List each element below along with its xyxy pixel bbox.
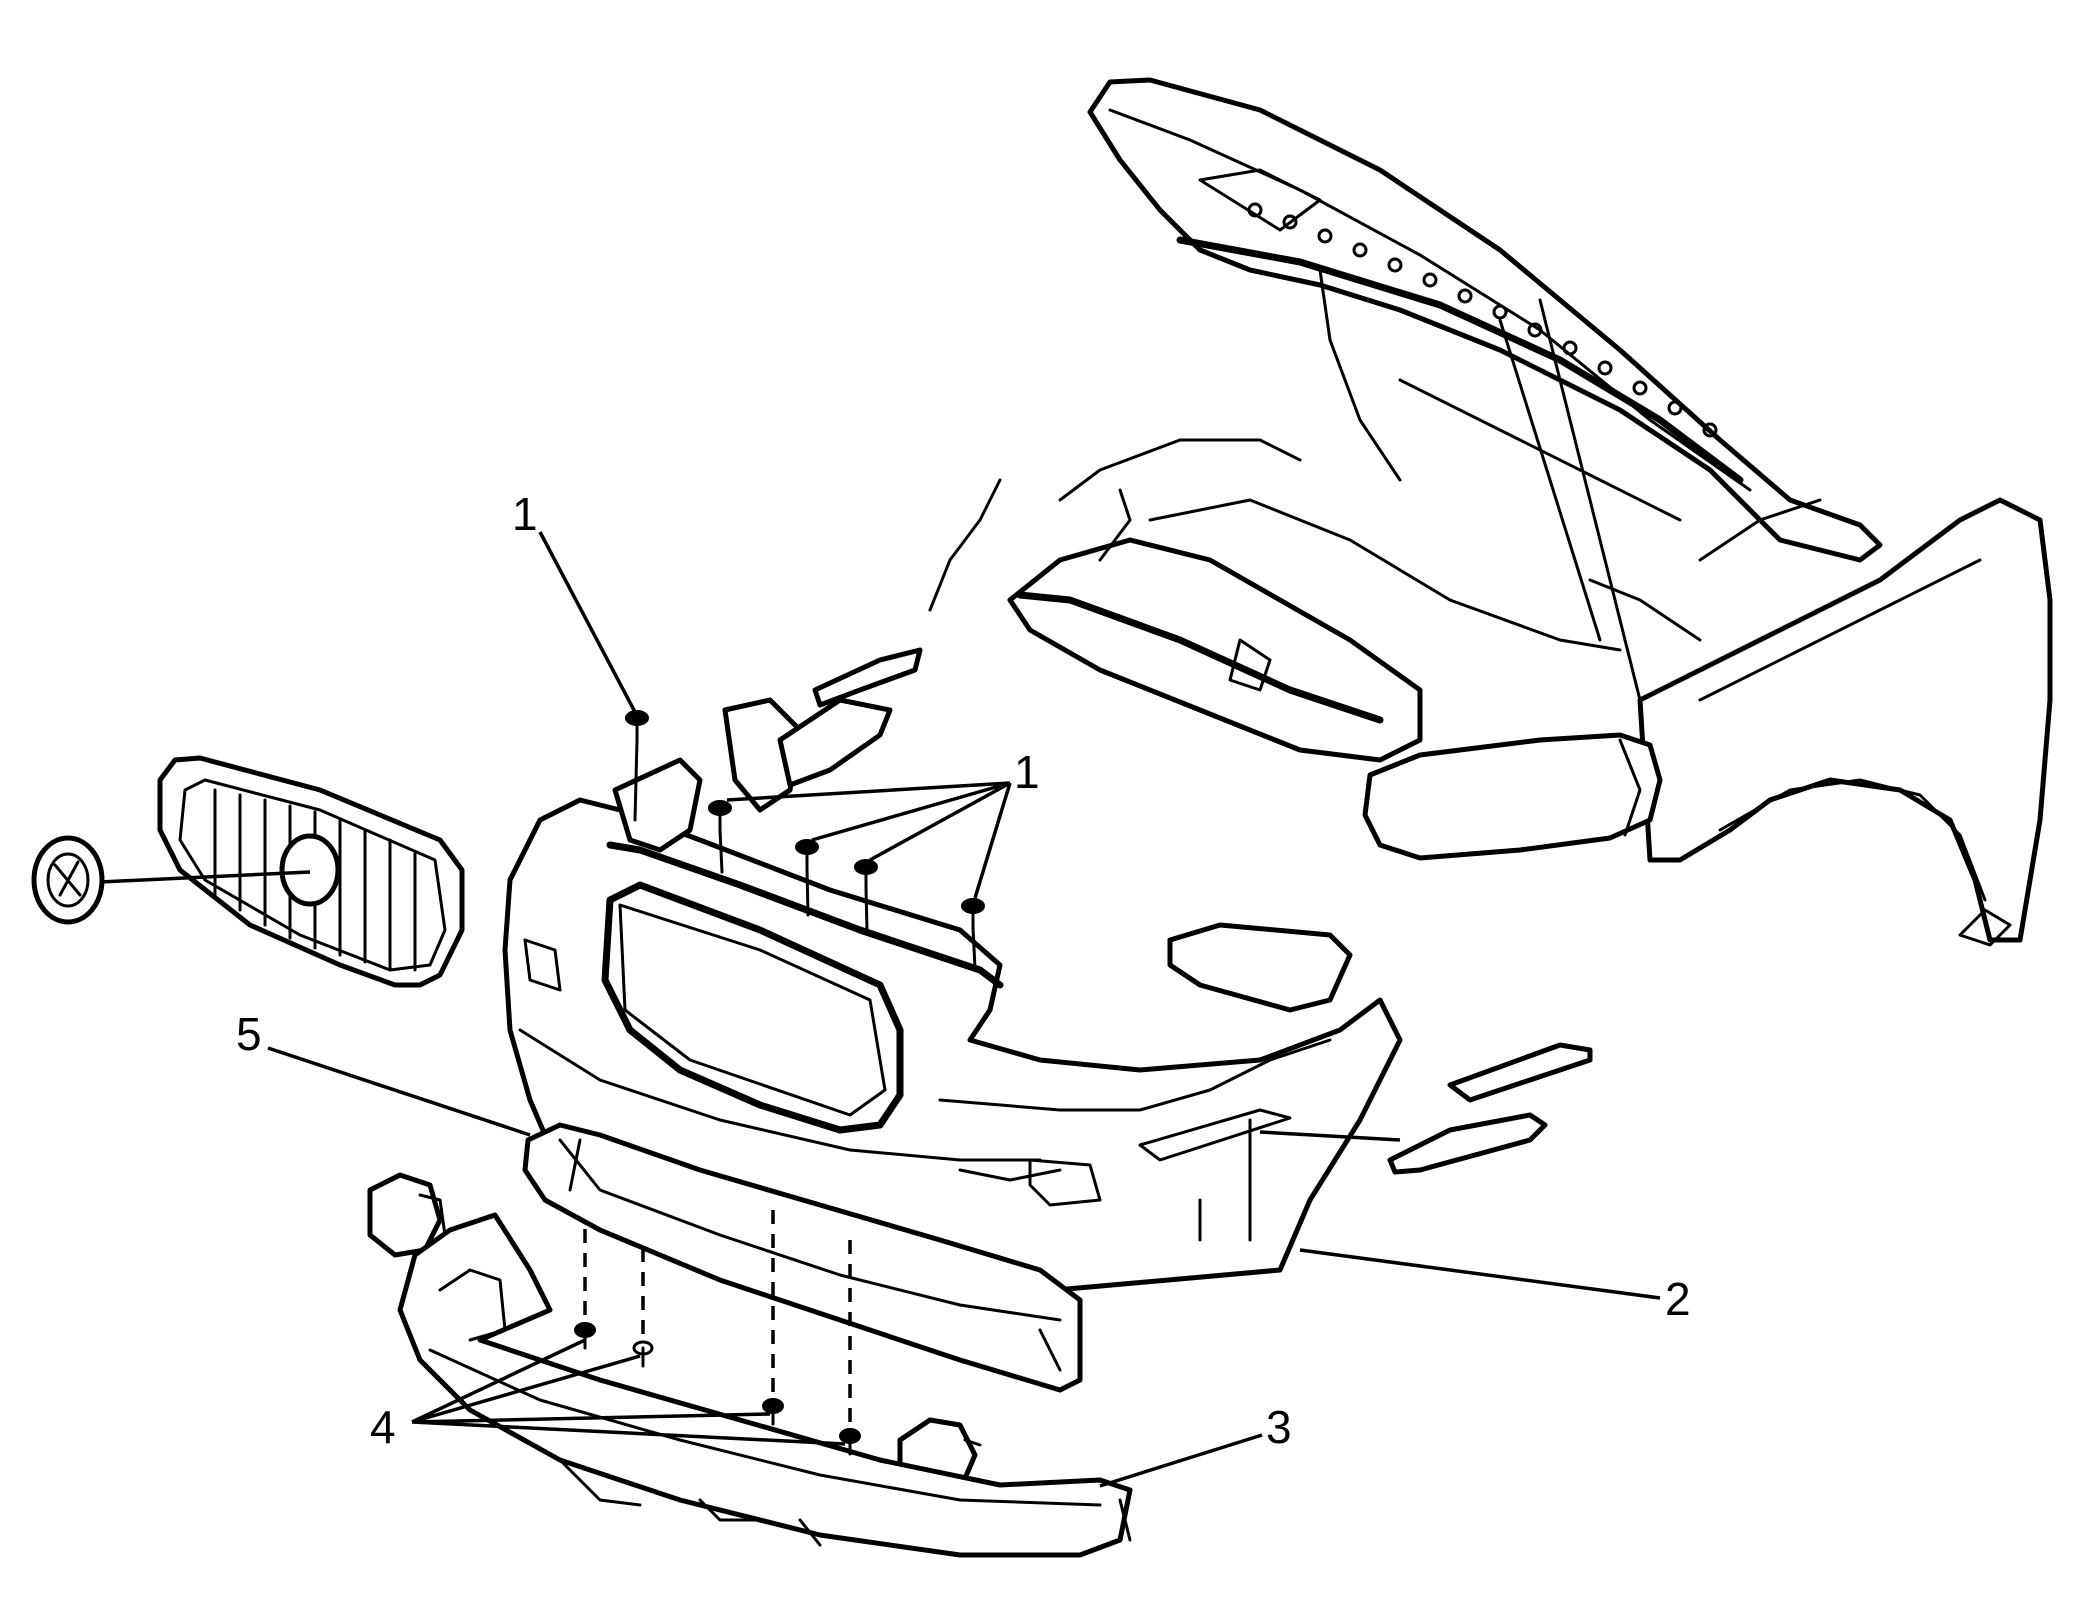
- side-marker-trim-upper: [1447, 1042, 1593, 1103]
- headlamp: [1362, 732, 1663, 861]
- left-fender-edge: [928, 478, 1002, 612]
- push-pin-5: [961, 898, 985, 970]
- lower-pin-2: [632, 1240, 654, 1368]
- hood-prop-rod: [1538, 298, 1642, 702]
- emblem-leader: [99, 870, 311, 884]
- grille-opening: [601, 881, 904, 1134]
- upper-bracket-left: [722, 697, 803, 813]
- callout-leaders: [267, 531, 1661, 1488]
- callout-label-2: 2: [1665, 1273, 1691, 1325]
- radiator-support: [1007, 537, 1423, 763]
- leader-1a: [538, 531, 637, 713]
- leader-1b: [726, 781, 1012, 899]
- grille-emblem: [31, 835, 105, 925]
- callout-label-3: 3: [1266, 1401, 1292, 1453]
- right-fender: [1637, 497, 2053, 943]
- hood: [1087, 77, 1883, 563]
- leader-3: [1099, 1433, 1263, 1488]
- callout-label-4: 4: [370, 1401, 396, 1453]
- bumper-energy-absorber: [522, 1122, 1083, 1393]
- push-pin-3: [795, 839, 819, 917]
- push-pin-4: [854, 859, 878, 932]
- radiator-grille: [157, 755, 465, 988]
- fasteners-upper: [625, 710, 985, 970]
- lower-pin-3: [762, 1200, 784, 1426]
- push-pin-2: [708, 800, 732, 874]
- callout-label-5: 5: [236, 1008, 262, 1060]
- leader-4: [411, 1338, 846, 1446]
- side-marker-trim-lower: [1387, 1112, 1548, 1175]
- fascia-side-bracket: [1167, 922, 1353, 1013]
- lower-pin-1: [574, 1225, 596, 1350]
- fasteners-lower: [574, 1200, 861, 1456]
- callout-label-1-right: 1: [1014, 746, 1040, 798]
- leader-5: [267, 1046, 531, 1137]
- fog-lamp-left: [367, 1172, 447, 1258]
- hood-rivets: [1247, 202, 1718, 438]
- push-pin-1: [625, 710, 649, 822]
- lower-pin-4: [839, 1235, 861, 1456]
- front-bumper-fascia: [502, 797, 1403, 1298]
- leader-2: [1299, 1248, 1661, 1300]
- vehicle-body: [928, 77, 2053, 947]
- callout-label-1-upper: 1: [512, 488, 538, 540]
